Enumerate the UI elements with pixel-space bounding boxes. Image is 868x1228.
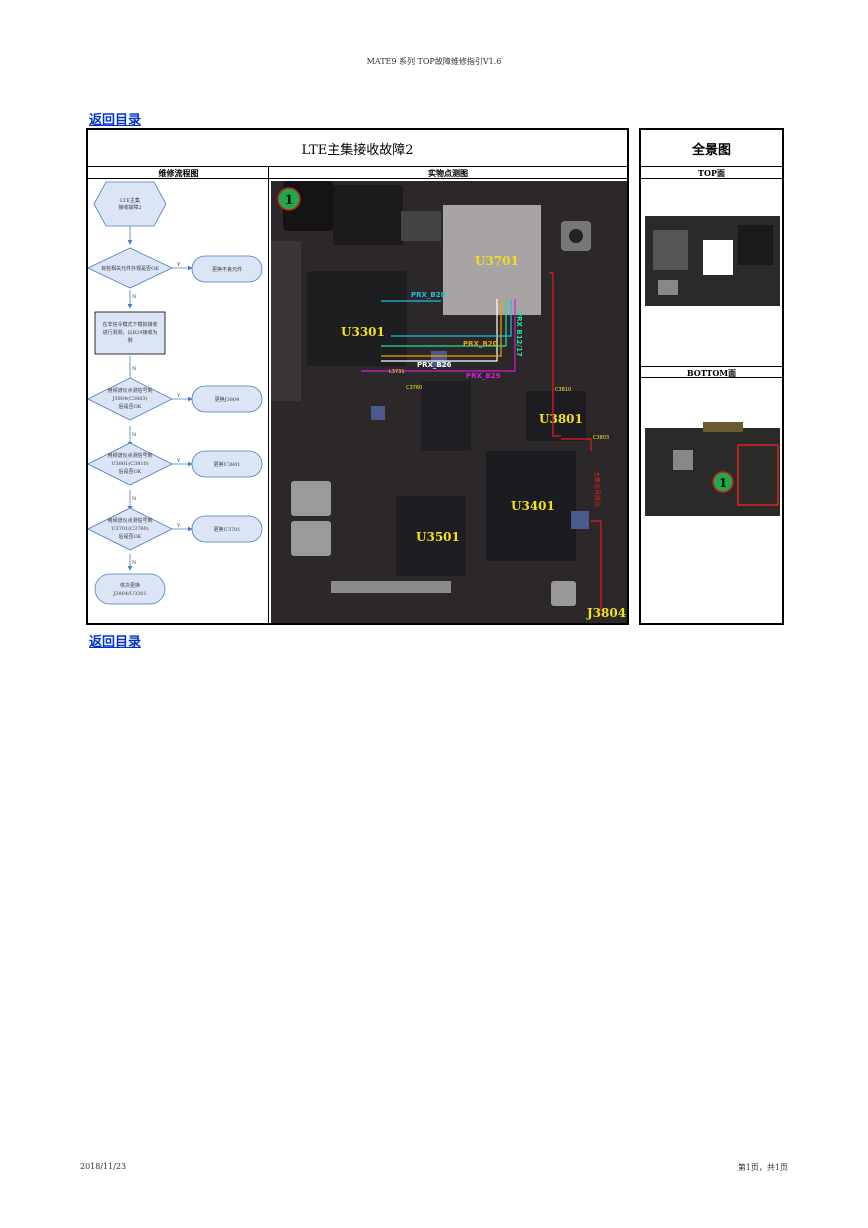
chip-label-u3301: U3301 [341,325,385,339]
signal-label-b28: PRX_B28 [411,291,446,299]
footer-page: 第1页，共1页 [738,1162,788,1173]
chip-label-u3501: U3501 [416,530,460,544]
back-to-contents-link[interactable]: 返回目录 [89,109,141,128]
flow-end-line1: 依次更换 [120,582,140,589]
table-title: LTE主集接收故障2 [88,130,627,167]
flow-decision-3-line3: 后是否OK [119,468,142,475]
flow-start-line1: LTE主集 [120,197,140,204]
flow-process-line2: 进行测测，以B29接收为 [102,329,157,336]
bottom-side-label: BOTTOM面 [641,366,782,378]
flow-action-2: 更换J3804 [215,396,240,403]
flow-yes-3: Y [176,458,181,464]
flow-action-4: 更换U3701 [214,526,241,533]
signal-label-b29: PRX_B29 [466,372,501,380]
flow-end-shape [95,574,165,604]
flow-no-3: N [132,432,137,438]
bottom-marker-number: 1 [719,476,727,490]
chip-label-u3701: U3701 [475,254,519,268]
pcb-measurement-photo: 1 U3701 U3301 U3801 U3401 U3501 J3804 PR… [271,181,627,623]
flow-no-1: N [132,294,137,300]
signal-label-b20: PRX_B20 [463,340,498,348]
chip-label-u3401: U3401 [511,499,555,513]
component-label-c3803: C3803 [593,435,609,441]
flow-no-2: N [132,366,137,372]
overview-panel: 全景图 TOP面 BOTTOM面 1 [639,128,784,625]
top-side-label: TOP面 [641,167,782,179]
component-label-l3731: L3731 [389,369,405,375]
flow-yes-2: Y [176,393,181,399]
flow-yes-4: Y [176,523,181,529]
flow-no-4: N [132,496,137,502]
flow-no-5: N [132,560,137,566]
flow-decision-4-line1: 用频谱仪点测信号到 [107,517,152,524]
flow-decision-2-line2: J3804(C3803) [111,395,147,402]
flow-action-3: 更换U3801 [214,461,241,468]
vertical-path-label: 主集信号路径 [593,471,601,507]
flow-decision-4-line2: U3701(C3760) [111,525,148,532]
repair-flowchart: LTE主集 接收故障2 目检相关元件外观是否OK 在非信令模式下模拟接收 进行测… [88,180,267,625]
flow-yes-1: Y [176,262,181,268]
signal-label-b12-17: PRX B12/17 [515,311,523,357]
flow-decision-3-line1: 用频谱仪点测信号到 [107,452,152,459]
flow-column-header: 维修流程图 [88,167,269,179]
chip-label-j3804: J3804 [586,606,626,620]
main-table: LTE主集接收故障2 维修流程图 实物点测图 LTE主集 接收故障2 目检相关元… [86,128,629,625]
flow-process-line3: 例 [127,337,132,344]
overview-title: 全景图 [641,130,782,167]
bottom-board-photo: 1 [643,420,782,520]
top-board-photo [643,210,782,310]
back-to-contents-link[interactable]: 返回目录 [89,631,141,650]
photo-column-header: 实物点测图 [269,167,627,179]
chip-label-u3801: U3801 [539,412,583,426]
flow-start-line2: 接收故障2 [118,204,141,211]
flow-process-line1: 在非信令模式下模拟接收 [102,321,157,328]
document-header: MATE9 系列 TOP故障维修指引V1.6 [0,56,868,67]
signal-label-b26: PRX_B26 [417,361,452,369]
marker-number: 1 [284,193,293,208]
flow-start-shape [94,182,166,226]
flow-decision-2-line3: 后是否OK [119,403,142,410]
component-label-c3810: C3810 [555,387,571,393]
flow-decision-3-line2: U3801(C3810) [111,460,148,467]
flow-end-line2: J3804/U3301 [112,591,146,597]
flow-action-1: 更换不良元件 [212,266,242,273]
chip-u3301-body [307,271,407,366]
flow-decision-1: 目检相关元件外观是否OK [101,265,159,272]
footer-date: 2018/11/23 [80,1162,126,1171]
column-divider [268,167,269,623]
flow-decision-2-line1: 用频谱仪点测信号到 [107,387,152,394]
component-label-c3760: C3760 [406,385,422,391]
flow-decision-4-line3: 后是否OK [119,533,142,540]
